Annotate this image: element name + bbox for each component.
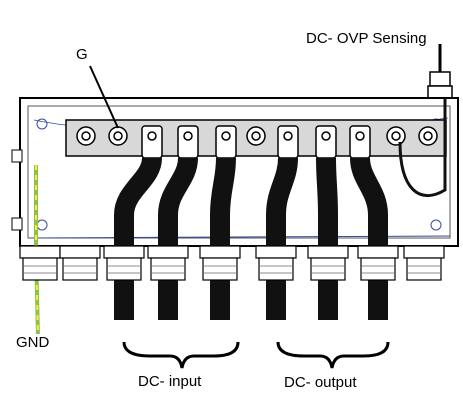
cable-gland <box>199 245 241 281</box>
ovp-cable-gland <box>427 71 453 99</box>
dc-output-brace <box>276 341 390 369</box>
terminal-open <box>246 126 266 146</box>
dc-output-label: DC- output <box>284 374 357 392</box>
terminal-open <box>108 126 128 146</box>
cable-gland <box>147 245 189 281</box>
cable-bundle <box>114 125 388 320</box>
ground-terminal-label: G <box>76 46 88 64</box>
cable-gland <box>307 245 349 281</box>
dc-cable <box>349 125 388 320</box>
terminal-open <box>76 126 96 146</box>
cable-gland <box>255 245 297 281</box>
cable-gland <box>59 245 101 281</box>
dc-cable <box>210 125 237 320</box>
cable-gland <box>19 245 61 281</box>
ovp-sensing-label: DC- OVP Sensing <box>306 30 427 48</box>
dc-cable <box>158 125 199 320</box>
ground-label: GND <box>16 334 50 352</box>
ground-terminal-leader <box>89 65 119 129</box>
dc-cable <box>315 125 338 320</box>
dc-cable <box>266 125 299 320</box>
cable-gland <box>103 245 145 281</box>
cable-gland <box>403 245 445 281</box>
dc-input-brace <box>122 341 240 369</box>
cable-gland-row <box>19 245 445 281</box>
terminal-sense <box>418 126 438 146</box>
dc-input-label: DC- input <box>138 373 202 391</box>
cable-gland <box>357 245 399 281</box>
ovp-sensing-wire <box>398 98 447 198</box>
dc-cable <box>114 125 163 320</box>
terminal-open <box>386 126 406 146</box>
